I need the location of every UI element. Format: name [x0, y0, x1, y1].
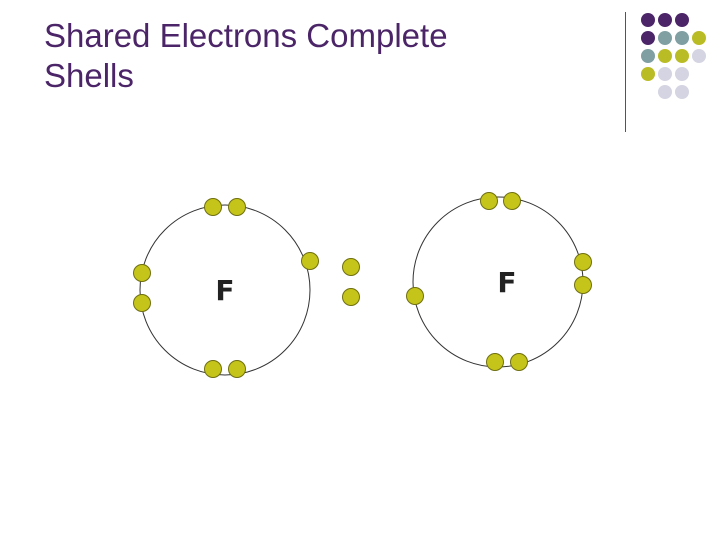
- decorative-dot: [675, 85, 689, 99]
- decorative-dot-grid: [641, 13, 706, 99]
- electron: [503, 192, 521, 210]
- decorative-dot: [641, 49, 655, 63]
- decorative-dot: [641, 67, 655, 81]
- electron: [510, 353, 528, 371]
- decorative-dot: [692, 31, 706, 45]
- electron: [486, 353, 504, 371]
- title-line-2: Shells: [44, 57, 134, 94]
- electron: [574, 276, 592, 294]
- atom-right: F: [412, 196, 584, 368]
- electron: [342, 258, 360, 276]
- title-line-1: Shared Electrons Complete: [44, 17, 448, 54]
- decorative-dot: [658, 31, 672, 45]
- electron-shell-left: [139, 204, 311, 376]
- electron: [480, 192, 498, 210]
- electron: [204, 360, 222, 378]
- slide-title: Shared Electrons Complete Shells: [44, 16, 584, 96]
- electron: [228, 198, 246, 216]
- decorative-divider: [625, 12, 626, 132]
- decorative-dot: [658, 13, 672, 27]
- atom-symbol-left: F: [215, 274, 234, 307]
- decorative-dot: [675, 31, 689, 45]
- electron: [301, 252, 319, 270]
- decorative-dot: [692, 49, 706, 63]
- decorative-dot: [641, 13, 655, 27]
- decorative-dot: [658, 85, 672, 99]
- decorative-dot: [675, 13, 689, 27]
- decorative-dot: [658, 49, 672, 63]
- atom-left: F: [139, 204, 311, 376]
- atom-symbol-right: F: [497, 266, 516, 299]
- electron: [133, 294, 151, 312]
- electron: [204, 198, 222, 216]
- decorative-dot: [675, 49, 689, 63]
- electron: [342, 288, 360, 306]
- decorative-dot: [658, 67, 672, 81]
- electron: [574, 253, 592, 271]
- electron: [228, 360, 246, 378]
- decorative-dot: [675, 67, 689, 81]
- electron: [133, 264, 151, 282]
- electrons: [133, 192, 592, 378]
- decorative-dot: [641, 31, 655, 45]
- electron: [406, 287, 424, 305]
